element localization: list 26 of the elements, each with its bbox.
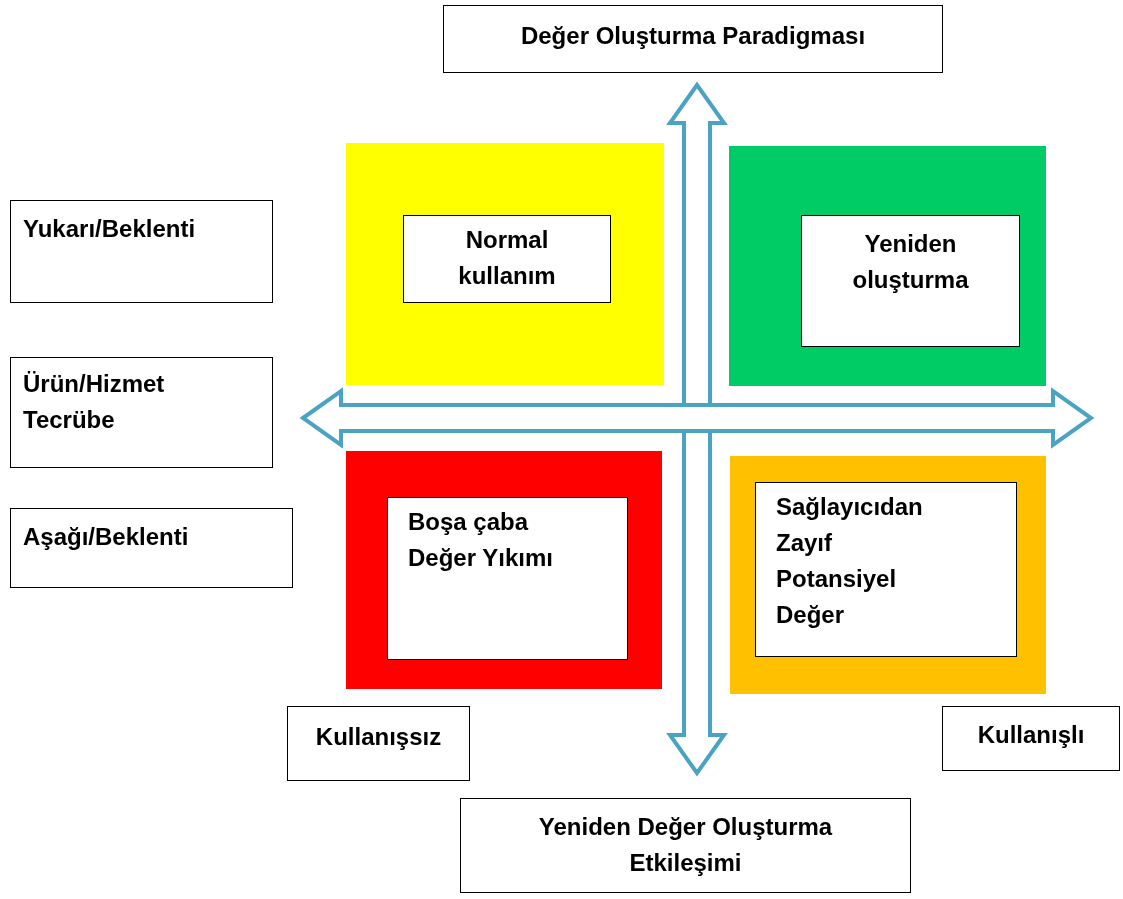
box-label: Ürün/Hizmet Tecrübe <box>23 369 166 435</box>
quadrant-square <box>346 143 664 385</box>
box-label: Normal kullanım <box>457 225 557 291</box>
box-label: Yeniden oluşturma <box>851 229 970 295</box>
quadrant-square <box>346 451 662 689</box>
text-box <box>801 215 1020 347</box>
box-label: Aşağı/Beklenti <box>23 522 190 552</box>
quadrant-square <box>730 456 1046 694</box>
text-box <box>287 706 470 781</box>
box-label: Boşa çaba Değer Yıkımı <box>408 507 554 573</box>
box-label: Sağlayıcıdan Zayıf Potansiyel Değer <box>776 492 924 630</box>
box-label: Değer Oluşturma Paradigması <box>519 21 867 51</box>
text-box <box>10 200 273 303</box>
text-box <box>755 482 1017 657</box>
text-box <box>10 508 293 588</box>
box-label: Kullanışlı <box>976 720 1086 750</box>
text-box <box>10 357 273 468</box>
quadrant-square <box>729 146 1046 386</box>
text-box <box>443 5 943 73</box>
text-box <box>387 497 628 660</box>
box-label: Kullanışsız <box>314 722 443 752</box>
text-box <box>460 798 911 893</box>
box-label: Yukarı/Beklenti <box>23 214 197 244</box>
box-label: Yeniden Değer Oluşturma Etkileşimi <box>537 812 834 878</box>
text-box <box>403 215 611 303</box>
text-box <box>942 706 1120 771</box>
